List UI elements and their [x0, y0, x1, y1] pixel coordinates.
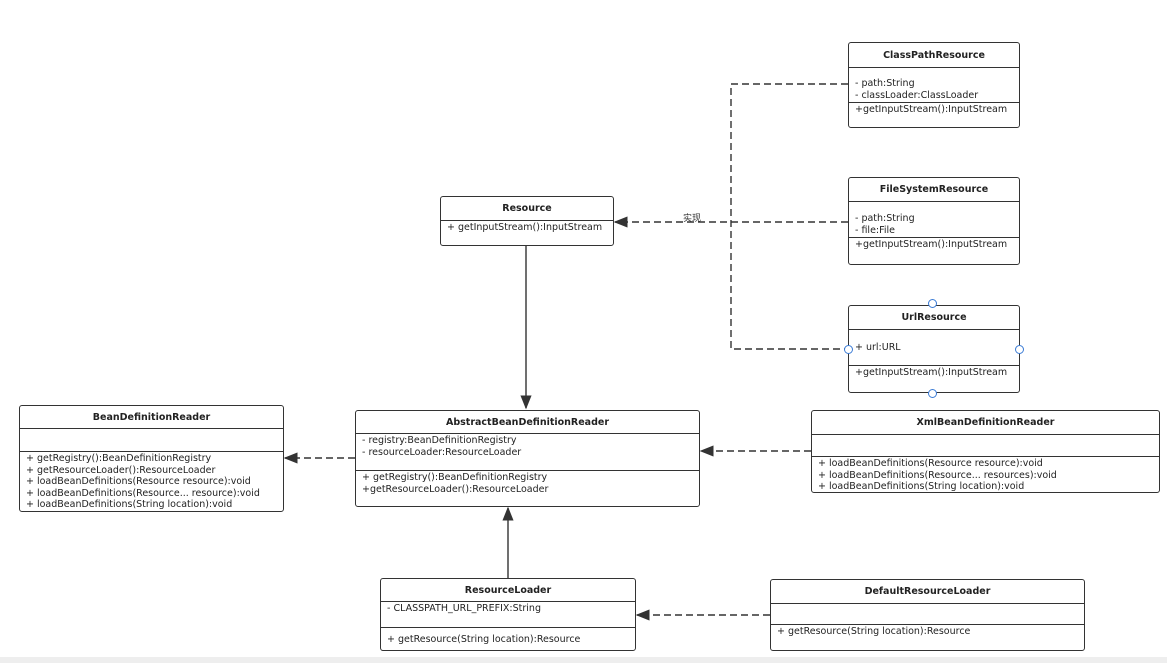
methods: + loadBeanDefinitions(Resource resource)…	[812, 457, 1159, 494]
class-urlresource[interactable]: UrlResource + url:URL +getInputStream():…	[848, 305, 1020, 393]
class-name: FileSystemResource	[849, 178, 1019, 202]
methods: +getInputStream():InputStream	[849, 366, 1019, 380]
method: +getResourceLoader():ResourceLoader	[362, 483, 549, 495]
class-name: BeanDefinitionReader	[20, 406, 283, 429]
class-name: ResourceLoader	[381, 579, 635, 602]
class-resourceloader[interactable]: ResourceLoader - CLASSPATH_URL_PREFIX:St…	[380, 578, 636, 651]
attribute: - CLASSPATH_URL_PREFIX:String	[387, 603, 541, 614]
attribute: + url:URL	[855, 341, 901, 353]
class-filesystemresource[interactable]: FileSystemResource - path:String- file:F…	[848, 177, 1020, 265]
method: +getInputStream():InputStream	[855, 239, 1008, 250]
connection-handle[interactable]	[928, 389, 937, 398]
attributes: - CLASSPATH_URL_PREFIX:String	[381, 602, 635, 628]
connection-handle[interactable]	[1015, 345, 1024, 354]
attribute: - file:File	[855, 224, 896, 236]
method: +getInputStream():InputStream	[855, 367, 1008, 378]
method: + loadBeanDefinitions(String location):v…	[26, 499, 233, 510]
attributes: - registry:BeanDefinitionRegistry- resou…	[356, 434, 699, 471]
class-name: AbstractBeanDefinitionReader	[356, 411, 699, 434]
method: + getResourceLoader():ResourceLoader	[26, 464, 216, 476]
class-classpathresource[interactable]: ClassPathResource - path:String- classLo…	[848, 42, 1020, 128]
class-beandefinitionreader[interactable]: BeanDefinitionReader + getRegistry():Bea…	[19, 405, 284, 512]
method: + loadBeanDefinitions(Resource... resour…	[26, 487, 260, 499]
attribute: - resourceLoader:ResourceLoader	[362, 446, 522, 458]
method: + loadBeanDefinitions(Resource resource)…	[818, 458, 1043, 469]
class-name: ClassPathResource	[849, 43, 1019, 68]
class-name: DefaultResourceLoader	[771, 580, 1084, 604]
class-name: UrlResource	[849, 306, 1019, 330]
edge-classpath-impl	[730, 83, 848, 350]
edge-label: 实现	[683, 214, 702, 224]
methods: + getRegistry():BeanDefinitionRegistry +…	[20, 452, 283, 512]
methods: +getInputStream():InputStream	[849, 103, 1019, 117]
class-resource[interactable]: Resource + getInputStream():InputStream	[440, 196, 614, 246]
method: + loadBeanDefinitions(Resource... resour…	[818, 469, 1057, 481]
bottom-bar	[0, 657, 1167, 663]
method: +getInputStream():InputStream	[855, 104, 1008, 115]
attributes: + url:URL	[849, 330, 1019, 366]
attribute: - path:String	[855, 213, 915, 224]
attributes	[812, 435, 1159, 457]
method: + getRegistry():BeanDefinitionRegistry	[362, 472, 548, 483]
class-name: XmlBeanDefinitionReader	[812, 411, 1159, 435]
methods: + getRegistry():BeanDefinitionRegistry+g…	[356, 471, 699, 496]
class-defaultresourceloader[interactable]: DefaultResourceLoader + getResource(Stri…	[770, 579, 1085, 651]
attribute: - classLoader:ClassLoader	[855, 89, 979, 101]
connection-handle[interactable]	[844, 345, 853, 354]
attribute: - registry:BeanDefinitionRegistry	[362, 435, 517, 446]
connection-handle[interactable]	[928, 299, 937, 308]
attributes: - path:String- file:File	[849, 202, 1019, 238]
class-abstractbeandefinitionreader[interactable]: AbstractBeanDefinitionReader - registry:…	[355, 410, 700, 507]
attributes: - path:String- classLoader:ClassLoader	[849, 68, 1019, 103]
methods: + getInputStream():InputStream	[441, 221, 613, 235]
class-xmlbeandefinitionreader[interactable]: XmlBeanDefinitionReader + loadBeanDefini…	[811, 410, 1160, 493]
method: + loadBeanDefinitions(Resource resource)…	[26, 476, 251, 487]
method: + getRegistry():BeanDefinitionRegistry	[26, 453, 212, 464]
methods: + getResource(String location):Resource	[381, 628, 635, 647]
method: + loadBeanDefinitions(String location):v…	[818, 481, 1025, 492]
attributes	[771, 604, 1084, 625]
attributes	[20, 429, 283, 452]
methods: +getInputStream():InputStream	[849, 238, 1019, 252]
method: + getInputStream():InputStream	[447, 222, 603, 233]
method: + getResource(String location):Resource	[777, 626, 971, 637]
class-name: Resource	[441, 197, 613, 221]
methods: + getResource(String location):Resource	[771, 625, 1084, 639]
method: + getResource(String location):Resource	[387, 634, 581, 645]
attribute: - path:String	[855, 78, 915, 89]
